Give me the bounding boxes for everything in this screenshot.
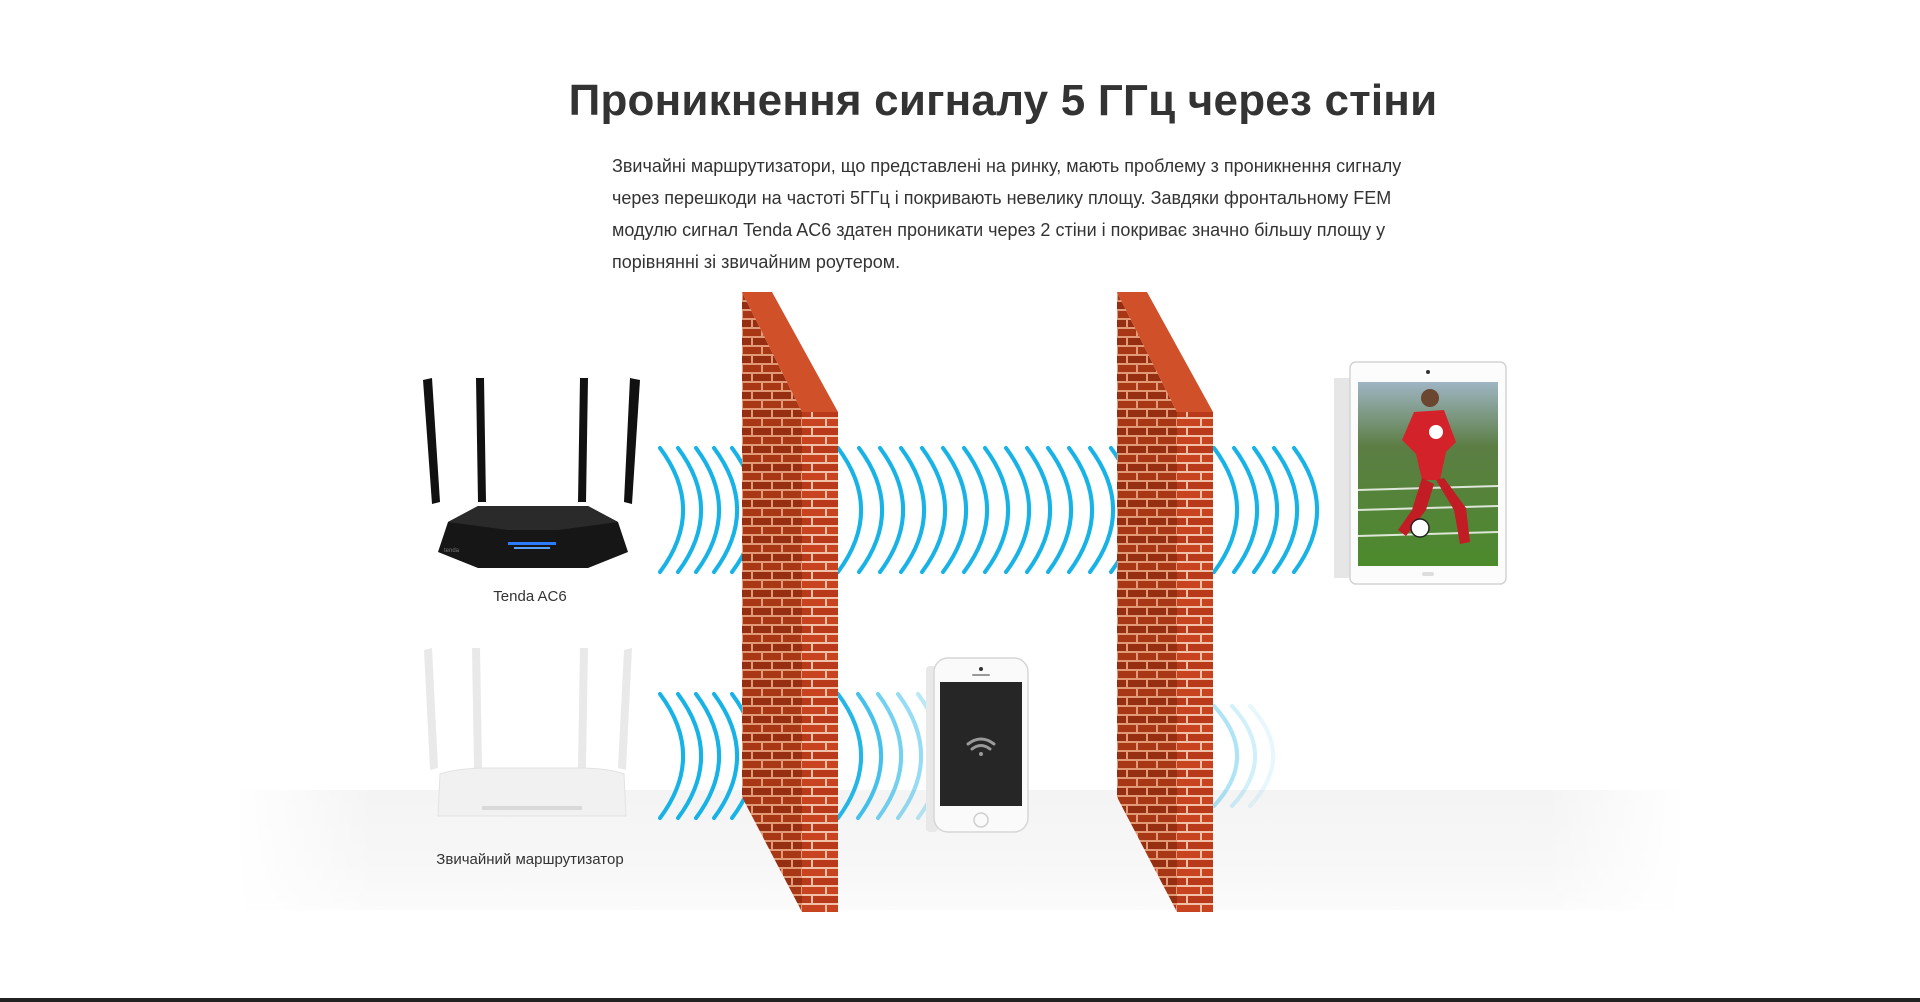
ordinary-wave-arc [694,692,721,820]
tenda-wave-arc [899,446,926,574]
brick-wall-1 [742,292,838,912]
ordinary-wave-arc-fading [1248,704,1276,808]
tenda-wave-arc [1272,446,1299,574]
tenda-wave-arc [1252,446,1279,574]
ordinary-wave-arc [658,692,685,820]
ordinary-wave-arc-fading [1230,704,1258,808]
brick-wall-2 [1117,292,1213,912]
ordinary-wave-arc-fading [836,692,863,820]
ordinary-wave-arc-fading [876,692,903,820]
floor-fade-left [235,790,375,910]
ordinary-router-image [424,648,632,817]
ordinary-wave-arc-fading [896,692,923,820]
ordinary-wave-arc [676,692,703,820]
tenda-wave-arc [1004,446,1031,574]
tenda-wave-arc [878,446,905,574]
floor-fade-right [1545,790,1685,910]
intro-paragraph: Звичайні маршрутизатори, що представлені… [612,156,1402,272]
ordinary-wave-arc [712,692,739,820]
tenda-wave-arc [836,446,863,574]
smartphone-image [926,657,1029,833]
tenda-wave-arc [1292,446,1319,574]
tablet-image [1334,361,1507,585]
tenda-wave-arc [983,446,1010,574]
tenda-router-image: tenda [423,378,640,568]
tenda-wave-arc [962,446,989,574]
ordinary-wave-arc-fading [856,692,883,820]
ordinary-wave-arc-fading [1212,704,1240,808]
tenda-wave-arc [941,446,968,574]
tenda-wave-arc [1088,446,1115,574]
tenda-wave-arc [920,446,947,574]
tenda-wave-arc [1212,446,1239,574]
page-title: Проникнення сигналу 5 ГГц через стіни [568,76,1438,125]
tenda-wave-arc [1046,446,1073,574]
page-bottom-border [0,998,1920,1002]
router-brand-mark: tenda [444,548,460,554]
tenda-wave-arc [1067,446,1094,574]
tenda-wave-arc [1025,446,1052,574]
ordinary-router-label: Звичайний маршрутизатор [436,851,624,868]
tenda-wave-arc [676,446,703,574]
tenda-wave-arc [1232,446,1259,574]
wifi-icon [966,737,996,756]
tenda-wave-arc [694,446,721,574]
tenda-wave-arc [857,446,884,574]
tenda-wave-arc [712,446,739,574]
tenda-label: Tenda AC6 [493,588,567,605]
tenda-wave-arc [658,446,685,574]
